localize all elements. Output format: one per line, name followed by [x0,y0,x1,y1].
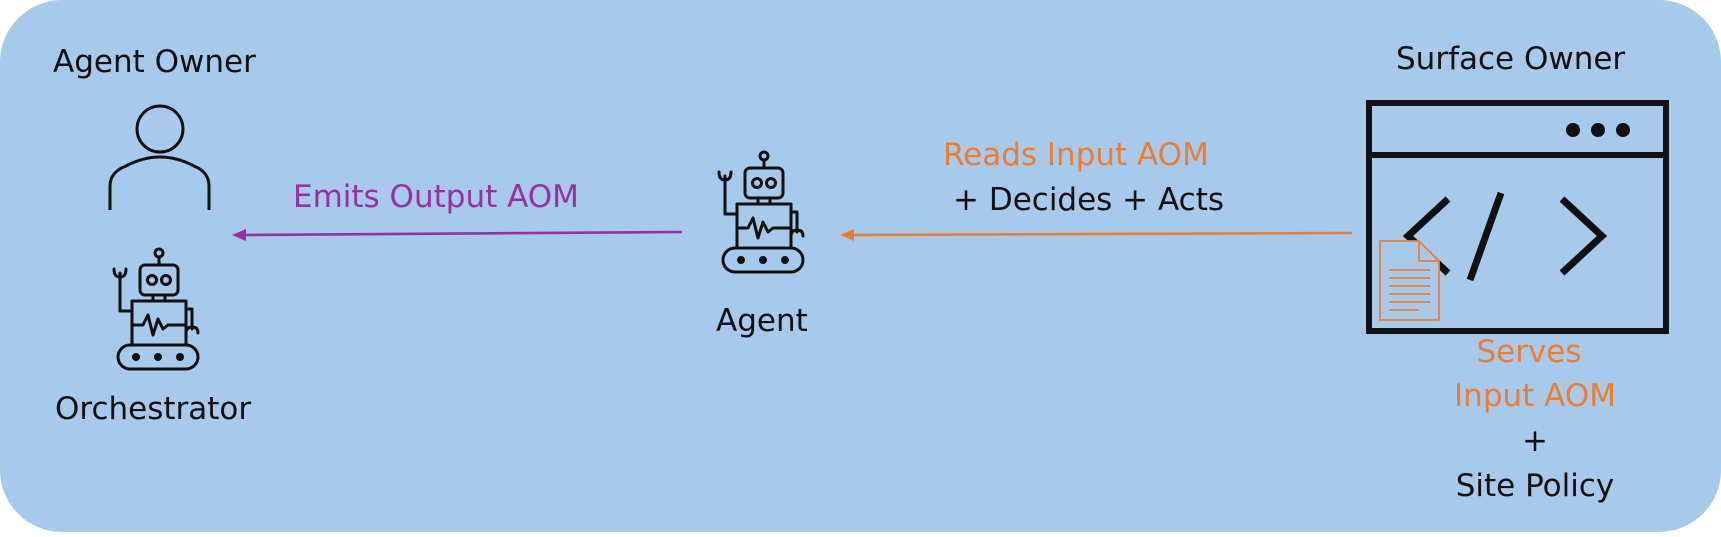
serves-label: Serves [1476,334,1582,370]
input-aom-label: Input AOM [1454,378,1616,414]
plus-label: + [1522,423,1548,459]
reads-arrow [840,229,1353,241]
surface-owner-title: Surface Owner [1396,41,1626,77]
person-icon [108,104,211,210]
emits-arrow [232,229,683,241]
reads-input-aom-label: Reads Input AOM [943,137,1209,173]
browser-code-window-icon [1366,100,1669,334]
emits-output-aom-label: Emits Output AOM [293,179,579,215]
orchestrator-label: Orchestrator [55,391,252,427]
agent-owner-title: Agent Owner [53,44,256,80]
orchestrator-robot-icon [112,247,200,371]
site-policy-label: Site Policy [1455,468,1615,504]
agent-label: Agent [716,303,808,339]
decides-acts-label: + Decides + Acts [953,182,1225,218]
agent-robot-icon [717,150,805,274]
document-icon [1379,240,1440,321]
